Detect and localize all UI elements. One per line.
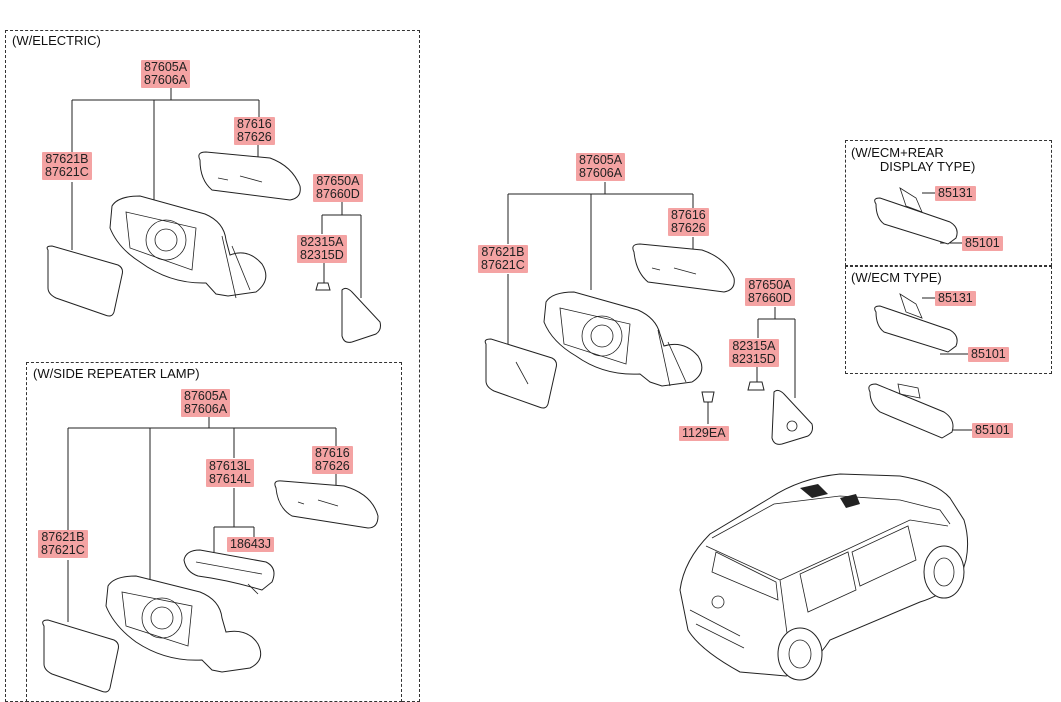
part-label-ecm-mirror[interactable]: 85101 (968, 347, 1009, 362)
part-label-inner-mirror[interactable]: 85101 (972, 423, 1013, 438)
part-label-m-screw[interactable]: 1129EA (679, 426, 729, 441)
part-label-ecm-plug[interactable]: 85131 (935, 291, 976, 306)
electric-housing-part (109, 195, 267, 299)
middle-screw-part (701, 391, 715, 403)
part-label-e-glass[interactable]: 87621B 87621C (42, 152, 92, 180)
part-label-r-glass[interactable]: 87621B 87621C (38, 530, 88, 558)
repeater-lamp-part (183, 549, 275, 595)
ecm-leaders (922, 297, 968, 355)
electric-cover-part (198, 151, 301, 201)
ecm-rear-section (845, 140, 1052, 266)
electric-section-title: (W/ELECTRIC) (12, 33, 101, 48)
part-label-e-bolt[interactable]: 82315A 82315D (297, 235, 347, 263)
part-label-r-lamp[interactable]: 87613L 87614L (206, 459, 254, 487)
middle-bolt-part (747, 381, 765, 391)
part-label-m-assy[interactable]: 87605A 87606A (576, 153, 626, 181)
electric-garnish-part (341, 287, 381, 343)
part-label-r-assy[interactable]: 87605A 87606A (181, 389, 231, 417)
repeater-section-title: (W/SIDE REPEATER LAMP) (33, 366, 200, 381)
middle-leaders (507, 182, 796, 424)
ecm-section (845, 266, 1052, 374)
electric-glass-part (46, 245, 123, 317)
repeater-housing-part (105, 575, 262, 673)
part-label-r-cover[interactable]: 87616 87626 (312, 446, 353, 474)
part-label-ecmr-plug[interactable]: 85131 (935, 186, 976, 201)
repeater-glass-part (42, 619, 119, 693)
middle-glass-part (484, 338, 557, 409)
car-illustration (679, 473, 969, 681)
part-label-e-garnish[interactable]: 87650A 87660D (313, 174, 363, 202)
part-label-e-cover[interactable]: 87616 87626 (234, 117, 275, 145)
part-label-m-bolt[interactable]: 82315A 82315D (729, 339, 779, 367)
repeater-leaders (67, 417, 337, 622)
part-label-e-assy[interactable]: 87605A 87606A (141, 60, 191, 88)
ecm-rear-mirror-part (874, 187, 958, 245)
middle-cover-part (632, 243, 735, 293)
ecm-section-title: (W/ECM TYPE) (851, 270, 942, 285)
inner-mirror-part (868, 383, 954, 439)
middle-housing-part (543, 291, 703, 387)
middle-garnish-part (771, 389, 813, 445)
ecm-rear-section-title: (W/ECM+REAR DISPLAY TYPE) (851, 145, 976, 174)
part-label-ecmr-mirror[interactable]: 85101 (962, 236, 1003, 251)
part-label-m-cover[interactable]: 87616 87626 (668, 208, 709, 236)
electric-leaders (71, 88, 362, 298)
part-label-m-glass[interactable]: 87621B 87621C (478, 245, 528, 273)
part-label-m-garnish[interactable]: 87650A 87660D (745, 278, 795, 306)
part-label-r-bulb[interactable]: 18643J (227, 537, 275, 552)
repeater-cover-part (274, 480, 379, 529)
ecm-mirror-part (874, 293, 958, 353)
electric-bolt-part (315, 282, 331, 291)
